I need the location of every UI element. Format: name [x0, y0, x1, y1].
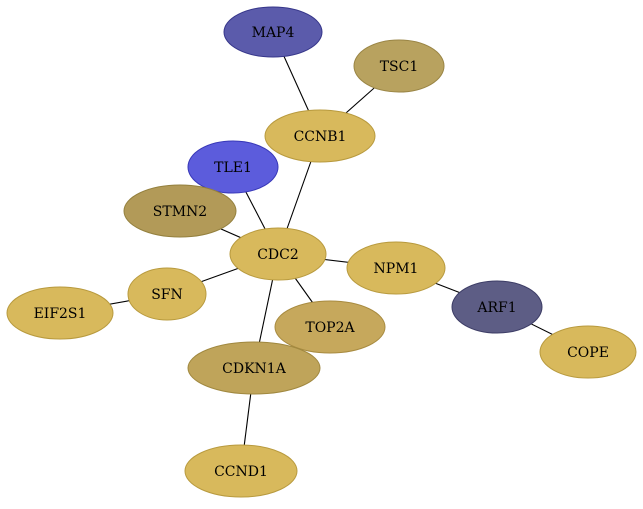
node-label-ccnb1: CCNB1 [294, 129, 347, 145]
node-label-stmn2: STMN2 [153, 204, 207, 220]
node-top2a[interactable]: TOP2A [274, 300, 386, 354]
node-shape-eif2s1[interactable] [6, 286, 114, 340]
node-label-cdkn1a: CDKN1A [222, 361, 287, 377]
node-shape-ccnd1[interactable] [184, 444, 298, 498]
node-shape-top2a[interactable] [274, 300, 386, 354]
node-sfn[interactable]: SFN [127, 267, 207, 321]
node-cdkn1a[interactable]: CDKN1A [187, 341, 321, 395]
node-label-map4: MAP4 [252, 25, 295, 41]
node-label-tsc1: TSC1 [380, 59, 419, 75]
node-label-cope: COPE [567, 345, 609, 361]
node-shape-tsc1[interactable] [353, 39, 445, 93]
node-label-sfn: SFN [151, 287, 183, 303]
node-shape-ccnb1[interactable] [264, 109, 376, 163]
node-label-top2a: TOP2A [305, 320, 355, 336]
node-eif2s1[interactable]: EIF2S1 [6, 286, 114, 340]
node-map4[interactable]: MAP4 [223, 6, 323, 58]
node-shape-cdkn1a[interactable] [187, 341, 321, 395]
node-label-arf1: ARF1 [476, 300, 516, 316]
node-label-npm1: NPM1 [374, 261, 419, 277]
node-shape-cdc2[interactable] [229, 227, 327, 281]
node-arf1[interactable]: ARF1 [451, 280, 543, 334]
node-label-tle1: TLE1 [214, 160, 252, 176]
node-shape-npm1[interactable] [346, 241, 446, 295]
node-tsc1[interactable]: TSC1 [353, 39, 445, 93]
node-ccnd1[interactable]: CCND1 [184, 444, 298, 498]
node-cdc2[interactable]: CDC2 [229, 227, 327, 281]
node-label-eif2s1: EIF2S1 [34, 306, 87, 322]
node-ccnb1[interactable]: CCNB1 [264, 109, 376, 163]
node-label-cdc2: CDC2 [257, 247, 299, 263]
node-shape-map4[interactable] [223, 6, 323, 58]
node-stmn2[interactable]: STMN2 [123, 184, 237, 238]
node-shape-cope[interactable] [539, 325, 637, 379]
node-npm1[interactable]: NPM1 [346, 241, 446, 295]
node-label-ccnd1: CCND1 [214, 464, 268, 480]
node-shape-arf1[interactable] [451, 280, 543, 334]
node-tle1[interactable]: TLE1 [187, 140, 279, 194]
node-cope[interactable]: COPE [539, 325, 637, 379]
node-shape-sfn[interactable] [127, 267, 207, 321]
node-shape-stmn2[interactable] [123, 184, 237, 238]
node-shape-tle1[interactable] [187, 140, 279, 194]
